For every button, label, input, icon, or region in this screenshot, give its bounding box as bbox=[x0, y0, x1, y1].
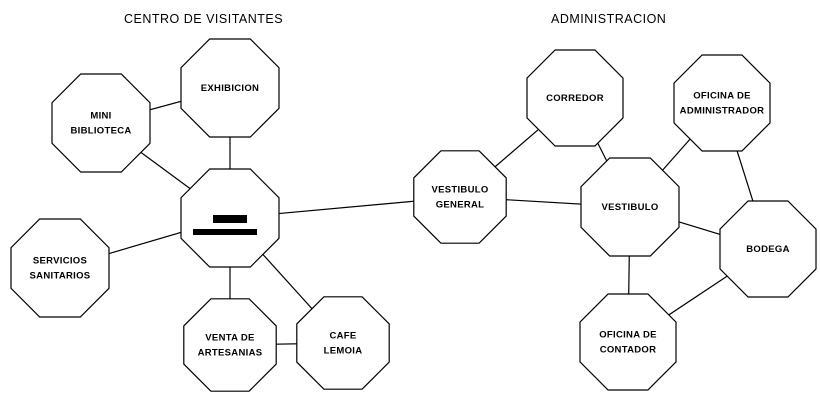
node-shape bbox=[579, 293, 677, 391]
node-label: CAFE bbox=[329, 331, 356, 342]
node-label: VESTIBULO bbox=[601, 202, 658, 213]
node-exhibicion: EXHIBICION bbox=[180, 38, 280, 138]
node-label: LEMOIA bbox=[324, 346, 363, 357]
node-shape bbox=[413, 150, 507, 244]
node-label: CONTADOR bbox=[600, 345, 657, 356]
node-oficina-administrador: OFICINA DE ADMINISTRADOR bbox=[673, 54, 771, 152]
node-label: BODEGA bbox=[746, 244, 790, 255]
node-bodega: BODEGA bbox=[719, 200, 817, 298]
counter-icon bbox=[193, 215, 257, 235]
node-corredor: CORREDOR bbox=[526, 49, 624, 147]
node-shape bbox=[51, 73, 151, 173]
node-label: GENERAL bbox=[436, 200, 485, 211]
node-label: ADMINISTRADOR bbox=[680, 106, 765, 117]
node-label: SANITARIOS bbox=[30, 271, 91, 282]
node-mini-biblioteca: MINI BIBLIOTECA bbox=[51, 73, 151, 173]
node-shape bbox=[580, 157, 680, 257]
node-servicios-sanitarios: SERVICIOS SANITARIOS bbox=[10, 218, 110, 318]
node-label: BIBLIOTECA bbox=[70, 126, 131, 137]
node-label: VENTA DE bbox=[205, 333, 254, 344]
node-label: OFICINA DE bbox=[599, 330, 657, 341]
node-shape bbox=[180, 38, 280, 138]
node-shape bbox=[673, 54, 771, 152]
nodes: MINI BIBLIOTECA EXHIBICION SERVICIOS SANITAR… bbox=[10, 38, 817, 392]
node-label: CORREDOR bbox=[546, 93, 604, 104]
node-venta-artesanias: VENTA DE ARTESANIAS bbox=[183, 298, 277, 392]
node-vestibulo: VESTIBULO bbox=[580, 157, 680, 257]
node-label: EXHIBICION bbox=[201, 83, 259, 94]
node-shape bbox=[296, 296, 390, 390]
node-shape bbox=[526, 49, 624, 147]
section-title-administration: ADMINISTRACION bbox=[551, 12, 666, 26]
node-shape bbox=[183, 298, 277, 392]
node-label: VESTIBULO bbox=[431, 185, 488, 196]
node-oficina-contador: OFICINA DE CONTADOR bbox=[579, 293, 677, 391]
node-label: MINI bbox=[90, 111, 111, 122]
node-label: SERVICIOS bbox=[33, 256, 87, 267]
node-vestibulo-general: VESTIBULO GENERAL bbox=[413, 150, 507, 244]
section-title-visitor-center: CENTRO DE VISITANTES bbox=[124, 12, 283, 26]
node-label: ARTESANIAS bbox=[198, 348, 263, 359]
node-hub bbox=[180, 168, 280, 268]
node-label: OFICINA DE bbox=[693, 91, 751, 102]
node-cafe-lemoia: CAFE LEMOIA bbox=[296, 296, 390, 390]
node-shape bbox=[10, 218, 110, 318]
node-shape bbox=[719, 200, 817, 298]
